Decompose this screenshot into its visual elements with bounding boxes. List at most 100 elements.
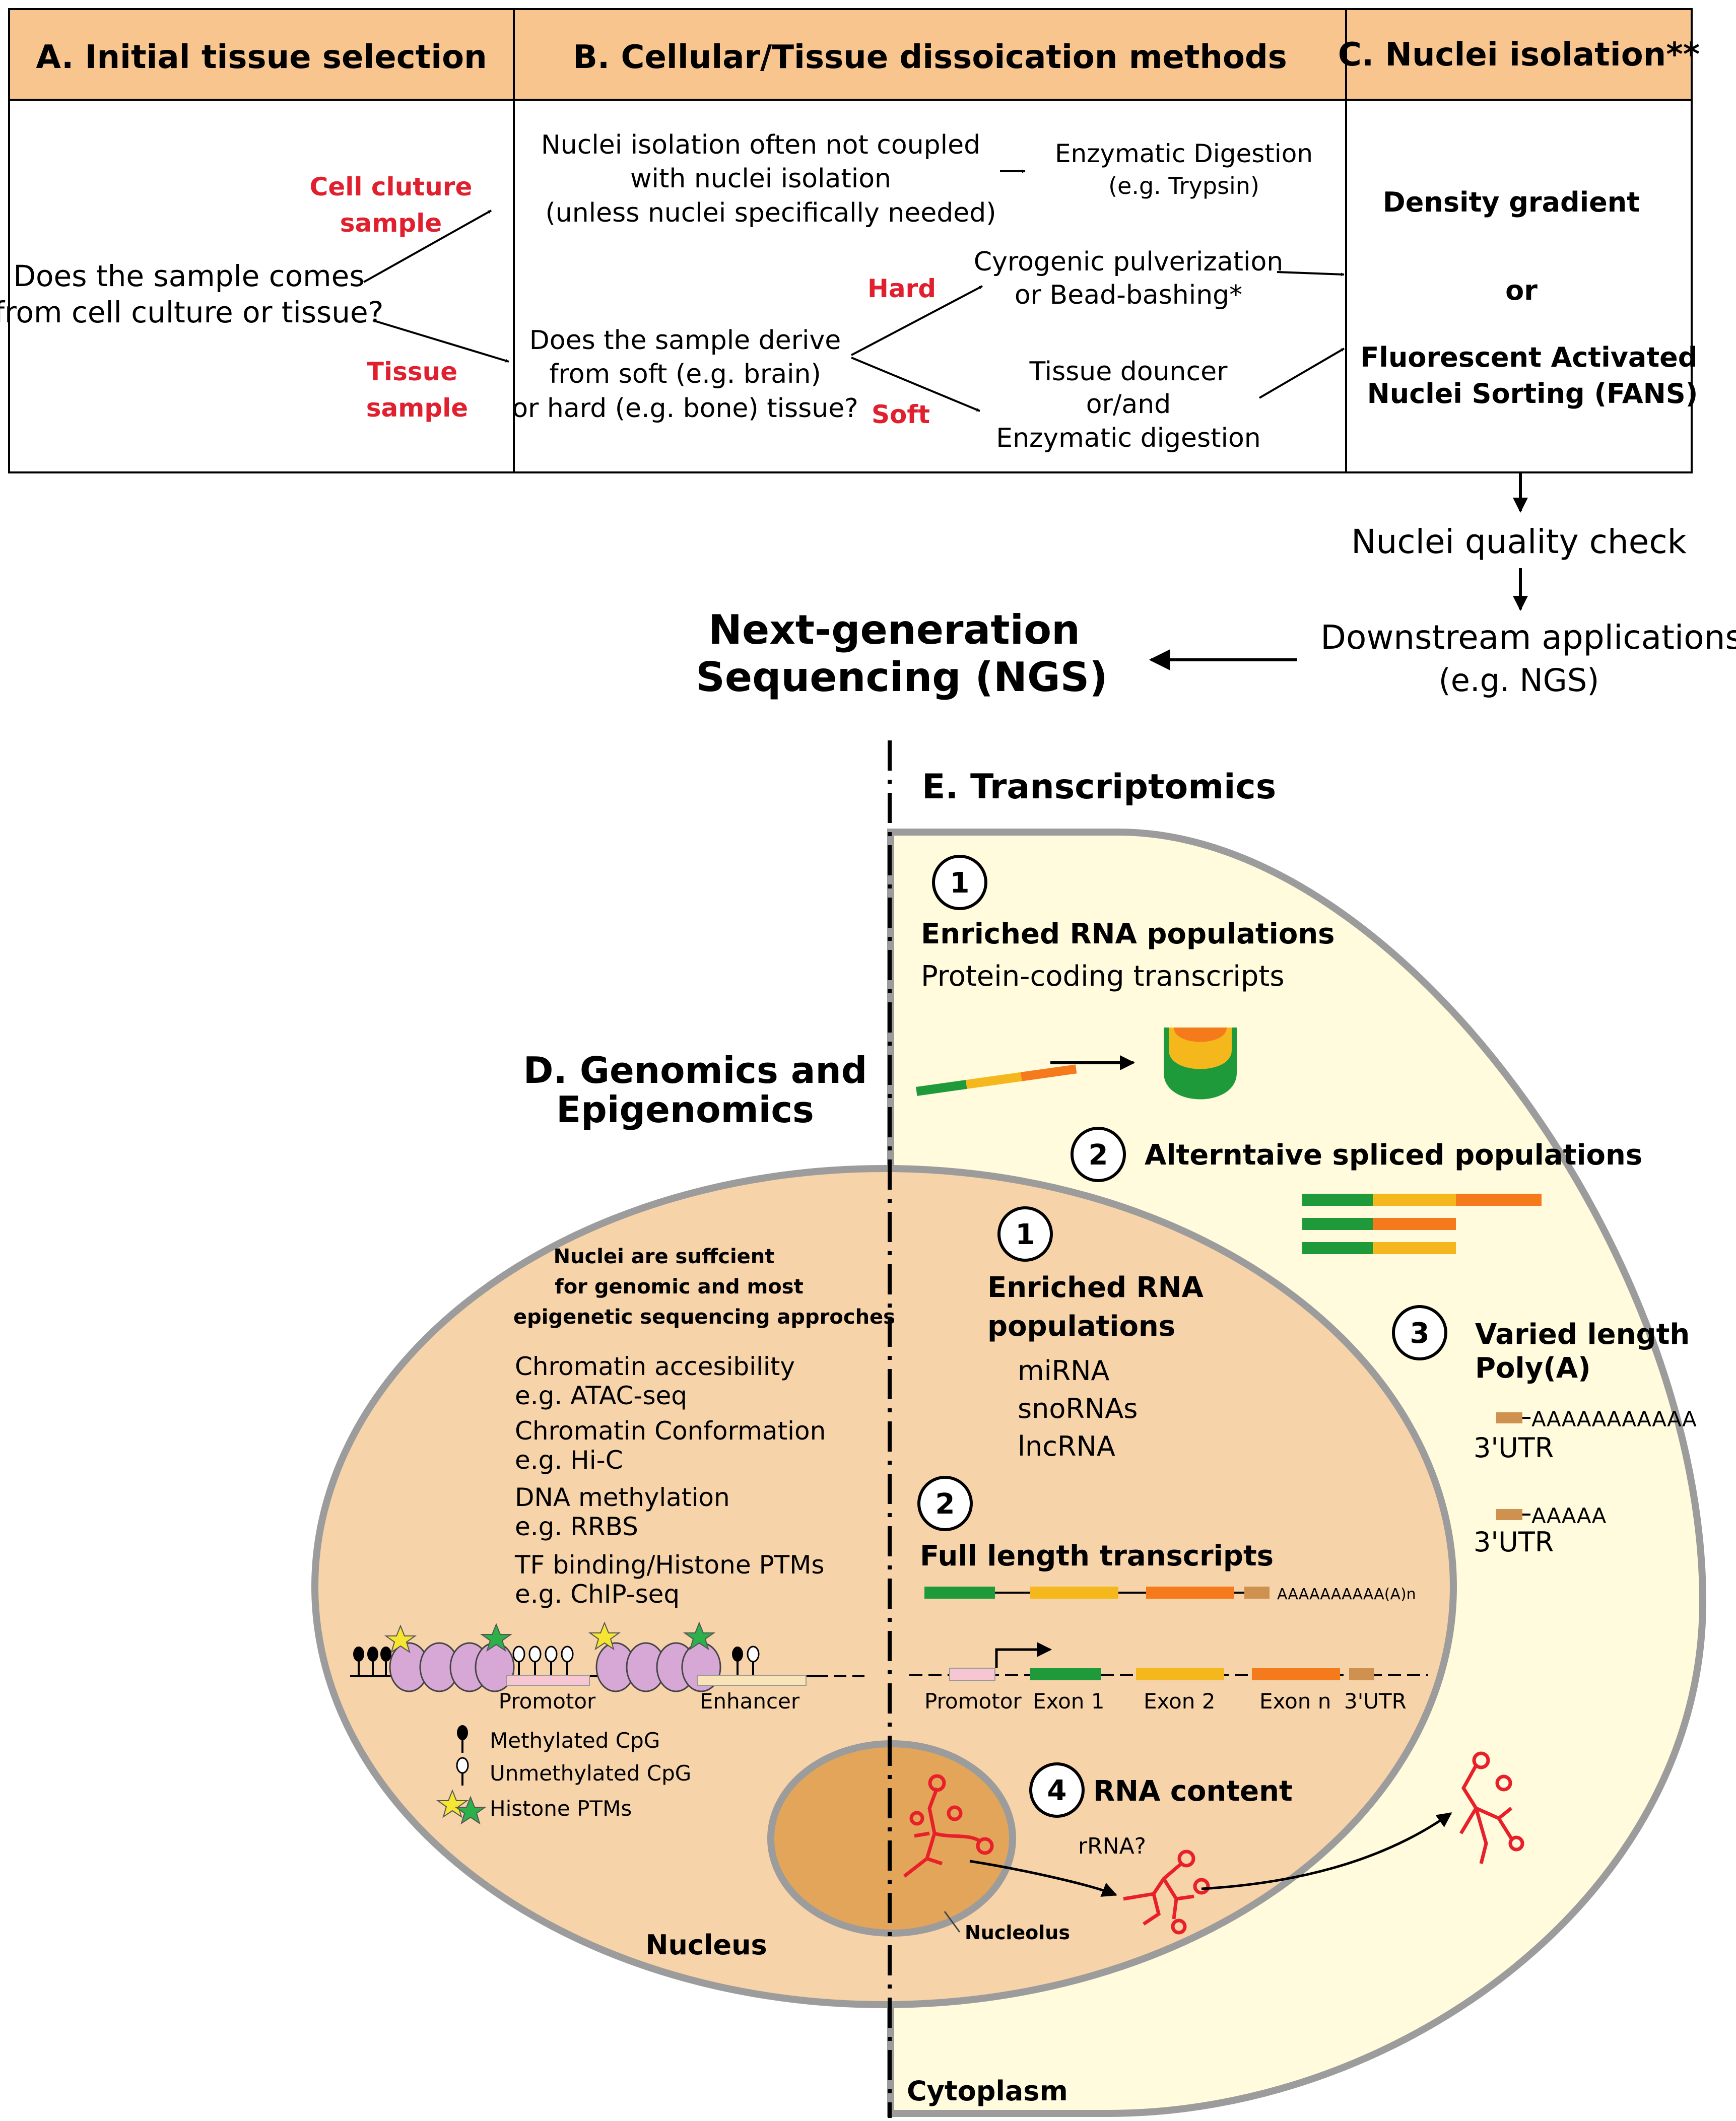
tissue-douncer: Tissue douncer (1029, 357, 1228, 387)
arrow-rrna-to-cytoplasm (1201, 1812, 1452, 1890)
methylated-cpg-icon (353, 1647, 743, 1676)
hard-label: Hard (867, 274, 936, 303)
nucleus-label: Nucleus (645, 1929, 767, 1961)
soft-hard-question: Does the sample derive (529, 325, 841, 356)
full-length-transcripts: Full length transcripts (920, 1540, 1274, 1572)
rrna-label: rRNA? (1078, 1833, 1146, 1859)
step-2-circle (1071, 1127, 1126, 1182)
yellow-star-icon (436, 1789, 469, 1818)
utr-label-2: 3'UTR (1474, 1526, 1554, 1558)
step-1-circle (932, 855, 987, 910)
fans-label: Fluorescent Activated (1361, 341, 1698, 373)
genomics-title: D. Genomics and (523, 1049, 867, 1091)
arrow-dounce-to-c (1258, 348, 1345, 399)
rna-type-snorna: snoRNAs (1018, 1393, 1138, 1424)
arrow-to-cryogenic (851, 285, 983, 356)
poly-a: Poly(A) (1475, 1352, 1591, 1385)
enzymatic-digestion: Enzymatic Digestion (1055, 139, 1313, 168)
methylated-cpg-legend-icon (457, 1725, 468, 1740)
cell-diagram: E. Transcriptomics 1 Enriched RNA popula… (311, 740, 1707, 2118)
full-length-polya: AAAAAAAAAA(A)n (1277, 1586, 1416, 1603)
header-dissociation: B. Cellular/Tissue dissoication methods (573, 39, 1287, 76)
header-initial-tissue: A. Initial tissue selection (36, 39, 487, 76)
spliced-isoforms (1302, 1194, 1542, 1254)
soft-hard-question-3: or hard (e.g. bone) tissue? (512, 393, 858, 424)
rrna-structure-icon-2 (1123, 1850, 1210, 1935)
nuclear-step-2-circle (917, 1476, 973, 1531)
ngs-title: Next-generation (708, 606, 1080, 653)
polya-long-tail: AAAAAAAAAAA (1531, 1407, 1697, 1431)
nucleolus-label: Nucleolus (965, 1922, 1070, 1944)
tissue-label-2: sample (366, 393, 468, 423)
step-1-number: 1 (950, 867, 970, 900)
rna-type-lncrna: lncRNA (1018, 1430, 1115, 1462)
cell-culture-label: Cell cluture (310, 172, 473, 201)
method-tf-binding: TF binding/Histone PTMs (514, 1550, 824, 1580)
arrow-to-douncer (851, 357, 980, 412)
ngs-title-2: Sequencing (NGS) (696, 654, 1108, 701)
enzymatic-digestion-soft: Enzymatic digestion (996, 423, 1261, 453)
downstream-example: (e.g. NGS) (1439, 662, 1599, 699)
nuclei-not-coupled-2: with nuclei isolation (630, 164, 891, 194)
soft-hard-question-2: from soft (e.g. brain) (549, 359, 821, 389)
polya-short-tail: AAAAA (1531, 1503, 1607, 1528)
bead-bashing: or Bead-bashing* (1015, 280, 1242, 310)
full-length-transcript: AAAAAAAAAA(A)n (924, 1586, 1416, 1603)
step-4-number: 4 (1047, 1774, 1067, 1807)
polya-long: AAAAAAAAAAA (1496, 1407, 1697, 1431)
arrow-cryo-to-c (1277, 271, 1345, 277)
tss-arrow (995, 1642, 1052, 1668)
fans-label-2: Nuclei Sorting (FANS) (1367, 378, 1698, 409)
gene-exon1-label: Exon 1 (1033, 1689, 1105, 1714)
genomics-title-2: Epigenomics (556, 1088, 814, 1131)
gene-exonn-label: Exon n (1259, 1689, 1331, 1714)
polya-short: AAAAA (1496, 1503, 1607, 1528)
enriched-cup-icon (1164, 1028, 1237, 1100)
enhancer-region (697, 1675, 807, 1686)
nuclei-quality-check: Nuclei quality check (1351, 522, 1687, 561)
transcript-bar (916, 1064, 1077, 1096)
gene-promotor-label: Promotor (924, 1689, 1022, 1714)
legend-histone: Histone PTMs (490, 1796, 632, 1821)
chromatin-strand (350, 1621, 869, 1692)
arrow-rrna-out (969, 1860, 1117, 1897)
tissue-douncer-or: or/and (1086, 389, 1171, 420)
alternative-spliced: Alterntaive spliced populations (1145, 1139, 1642, 1172)
method-tf-binding-example: e.g. ChIP-seq (515, 1580, 680, 1609)
method-chromatin-conformation: Chromatin Conformation (515, 1416, 826, 1446)
soft-label: Soft (872, 400, 930, 429)
nuclei-not-coupled: Nuclei isolation often not coupled (541, 130, 980, 160)
rna-type-mirna: miRNA (1018, 1355, 1110, 1387)
cell-culture-label-2: sample (340, 209, 442, 238)
method-chromatin-accessibility: Chromatin accesibility (515, 1352, 795, 1381)
table-border (8, 8, 1693, 473)
rrna-structure-icon (903, 1774, 994, 1878)
method-table: A. Initial tissue selection B. Cellular/… (0, 8, 1700, 473)
utr-label-1: 3'UTR (1474, 1432, 1554, 1464)
arrow-to-tissue (372, 319, 509, 363)
cryogenic-pulverization: Cyrogenic pulverization (974, 247, 1283, 277)
nuclear-step-1-number: 1 (1016, 1218, 1035, 1251)
nucleus (311, 1165, 1457, 2008)
nuclear-step-1-circle (997, 1206, 1053, 1262)
step-2-number: 2 (1089, 1139, 1108, 1172)
protein-coding: Protein-coding transcripts (921, 960, 1285, 993)
tissue-label: Tissue (367, 357, 457, 386)
enzymatic-example: (e.g. Trypsin) (1108, 172, 1259, 199)
step-3-circle (1392, 1305, 1447, 1360)
rrna-structure-icon-3 (1459, 1751, 1524, 1864)
transcriptomics-title: E. Transcriptomics (922, 767, 1276, 807)
nucleolus-pointer (944, 1911, 961, 1933)
cytoplasm-label: Cytoplasm (907, 2075, 1068, 2107)
nuclei-not-coupled-3: (unless nuclei specifically needed) (545, 198, 996, 228)
enhancer-label: Enhancer (700, 1689, 800, 1714)
gene-exon2-label: Exon 2 (1144, 1689, 1216, 1714)
arrow-to-cell-culture (363, 210, 492, 283)
nuclear-enriched-title: Enriched RNA (987, 1271, 1204, 1304)
rna-content: RNA content (1093, 1775, 1293, 1808)
method-chromatin-accessibility-example: e.g. ATAC-seq (515, 1381, 687, 1410)
flow-section: Nuclei quality check Downstream applicat… (696, 473, 1736, 701)
nuclei-sufficient-2: for genomic and most (555, 1275, 803, 1298)
nuclei-sufficient: Nuclei are suffcient (554, 1245, 775, 1268)
